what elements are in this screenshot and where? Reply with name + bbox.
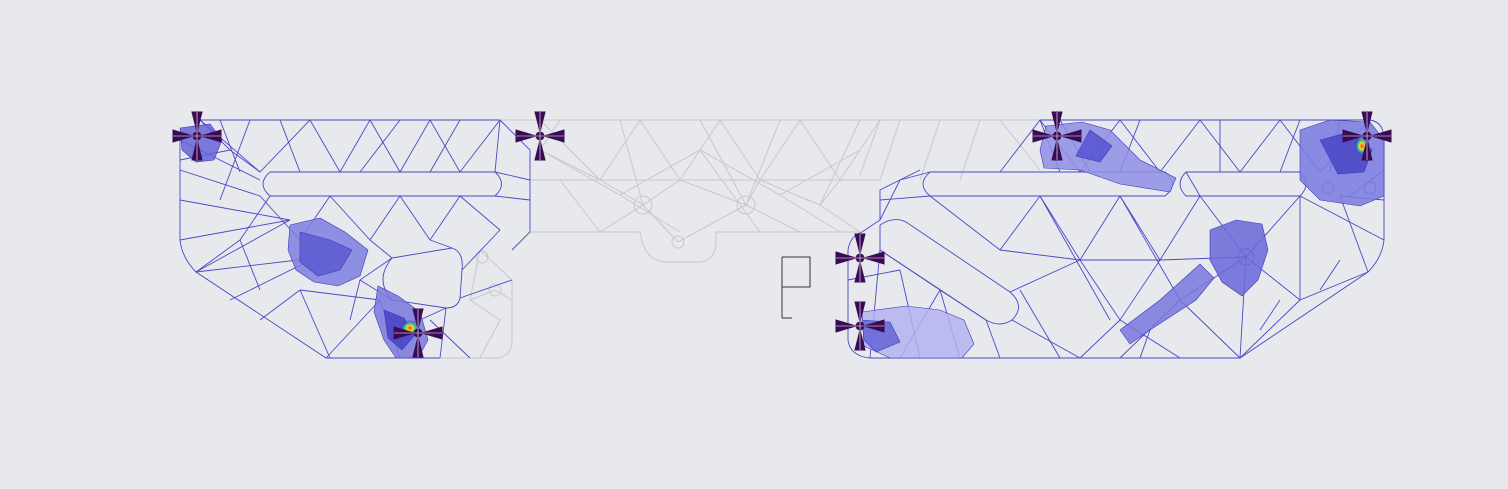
support-top-right-2 [1342, 111, 1392, 161]
left-component [179, 119, 531, 359]
support-top-right-1 [1032, 111, 1082, 161]
support-top-left-2 [515, 111, 565, 161]
support-bottom-center [835, 301, 885, 351]
support-markers [172, 111, 1392, 358]
support-top-left-1 [172, 111, 222, 161]
coordinate-axis-triad-icon [781, 256, 811, 319]
left-stress-regions [179, 123, 429, 359]
support-bottom-left [393, 308, 443, 358]
support-mid-center [835, 233, 885, 283]
inactive-mesh-region [440, 119, 1340, 359]
